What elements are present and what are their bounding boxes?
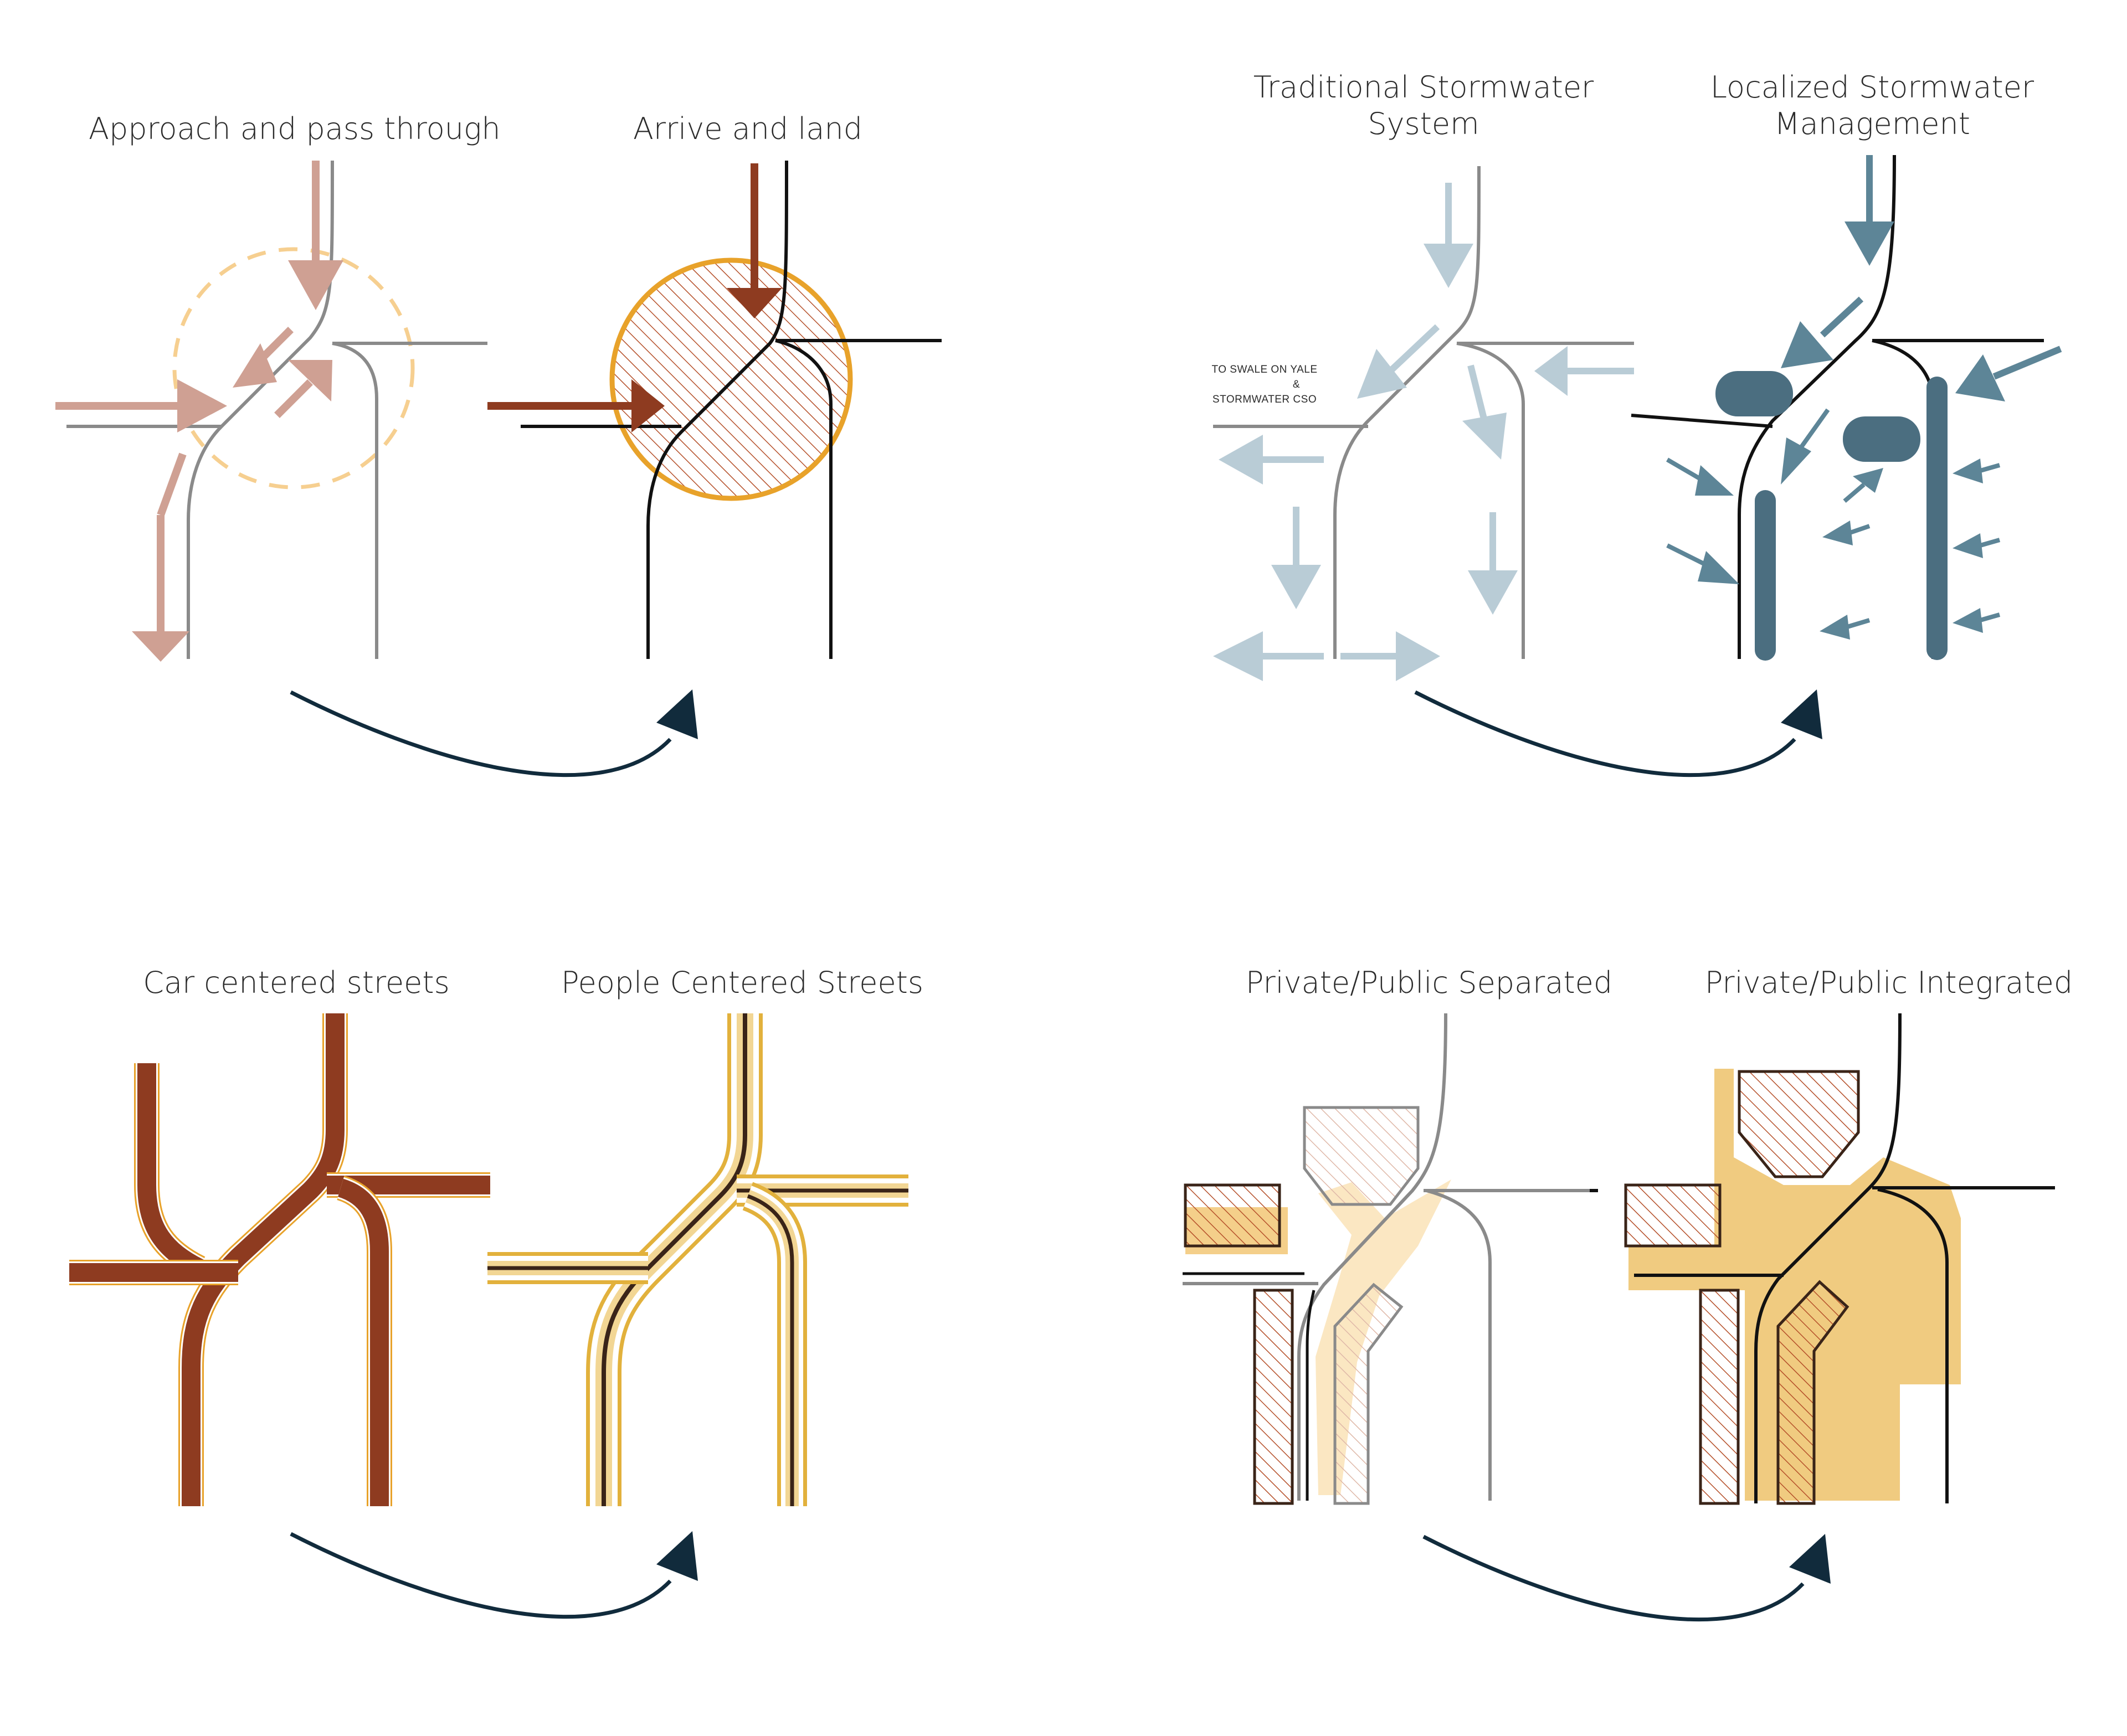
arrow-head-icon xyxy=(1953,459,1983,483)
bioswale-pad xyxy=(1715,371,1793,416)
landing-zone-circle xyxy=(609,257,853,501)
arrow-head-icon xyxy=(1271,565,1321,609)
road-line xyxy=(1297,1013,1447,1501)
arrow-head-icon xyxy=(288,360,332,401)
arrow-head-icon xyxy=(727,288,782,318)
label-people-centered: People Centered Streets xyxy=(561,965,923,1000)
arrow-head-icon xyxy=(1955,354,2005,401)
label-traditional-stormwater: Traditional Stormwater System xyxy=(1253,70,1594,141)
arrow-head-icon xyxy=(288,260,343,310)
arrow-head-icon xyxy=(1213,631,1263,681)
bioswale-strip xyxy=(1926,377,1948,660)
panel-streets-after xyxy=(487,1013,908,1506)
wide-roads xyxy=(69,1013,490,1506)
road-line xyxy=(187,160,334,659)
curved-transition-arrow-icon xyxy=(1422,1534,1805,1622)
road-line xyxy=(1872,339,1935,659)
curved-transition-arrow-icon xyxy=(1414,690,1796,777)
label-localized-stormwater: Localized Stormwater Management xyxy=(1710,70,2034,141)
panel-movement-after xyxy=(487,160,942,659)
arrow-head-icon xyxy=(1953,533,1983,558)
dashed-activity-circle xyxy=(172,247,415,490)
road-line xyxy=(332,342,378,659)
curved-transition-arrow-icon xyxy=(290,1532,672,1619)
label-approach: Approach and pass through xyxy=(89,111,501,146)
private-building xyxy=(1184,1183,1281,1248)
movement-arrows xyxy=(487,163,782,432)
private-building xyxy=(1333,1282,1404,1505)
panel-public-private-after xyxy=(1624,1013,2055,1505)
curved-transition-arrow-icon xyxy=(290,690,672,777)
panel-stormwater-after xyxy=(1631,154,2062,661)
infiltration-arrows xyxy=(1666,155,2062,640)
bioswales xyxy=(1715,371,1948,661)
panel-streets-before xyxy=(69,1013,490,1506)
arrow-head-icon xyxy=(1781,689,1822,739)
label-car-centered: Car centered streets xyxy=(143,965,450,1000)
arrow-head-icon xyxy=(656,689,698,739)
road-line xyxy=(1426,1189,1492,1501)
bioswale-strip xyxy=(1755,490,1776,661)
arrow-shaft xyxy=(157,452,187,517)
road-line xyxy=(1754,1013,1902,1503)
road-line xyxy=(1738,154,1896,659)
complete-streets xyxy=(487,1013,908,1506)
road-line xyxy=(1631,414,1773,428)
arrow-head-icon xyxy=(1534,346,1568,396)
panel-public-private-before xyxy=(1183,1013,1598,1505)
label-private-public-integrated: Private/Public Integrated xyxy=(1704,965,2073,1000)
road-line xyxy=(1456,342,1525,659)
arrow-head-icon xyxy=(1820,615,1850,640)
arrow-head-icon xyxy=(1396,631,1440,681)
arrow-head-icon xyxy=(1357,349,1407,399)
arrow-head-icon xyxy=(631,379,665,432)
panel-stormwater-before xyxy=(1213,166,1634,681)
arrow-head-icon xyxy=(1781,437,1811,485)
road-line xyxy=(1333,166,1481,659)
arrow-head-icon xyxy=(1424,244,1473,288)
transition-arrows xyxy=(290,690,1805,1622)
arrow-head-icon xyxy=(1845,221,1894,266)
arrow-head-icon xyxy=(1698,551,1739,584)
arrow-head-icon xyxy=(132,631,189,662)
annotation-swale-line3: STORMWATER CSO xyxy=(1212,394,1317,405)
private-building xyxy=(1738,1070,1860,1178)
bioswale-pad xyxy=(1843,416,1920,462)
label-private-public-separated: Private/Public Separated xyxy=(1245,965,1613,1000)
arrow-head-icon xyxy=(1822,521,1853,545)
arrow-head-icon xyxy=(1695,465,1734,496)
arrow-head-icon xyxy=(1853,468,1883,493)
panel-movement-before xyxy=(55,160,487,662)
transition-arrowheads xyxy=(656,689,1831,1584)
road-line xyxy=(1877,1188,1949,1503)
arrow-head-icon xyxy=(233,343,277,388)
arrow-head-icon xyxy=(1219,435,1263,485)
private-building xyxy=(1253,1289,1294,1505)
arrow-head-icon xyxy=(1789,1534,1831,1584)
road-line xyxy=(1306,1290,1316,1501)
annotation-swale-line2: & xyxy=(1292,379,1301,390)
arrow-head-icon xyxy=(1462,413,1507,460)
private-building xyxy=(1776,1280,1849,1505)
road-line xyxy=(775,339,833,659)
annotation-swale-line1: TO SWALE ON YALE xyxy=(1211,364,1318,375)
private-building xyxy=(1303,1106,1420,1206)
arrow-head-icon xyxy=(1953,608,1983,633)
road-line xyxy=(646,160,788,659)
runoff-arrows xyxy=(1213,183,1634,681)
arrow-head-icon xyxy=(1468,570,1518,615)
private-building xyxy=(1624,1183,1722,1248)
arrow-head-icon xyxy=(177,379,227,432)
private-building xyxy=(1699,1289,1740,1505)
arrow-head-icon xyxy=(1781,321,1833,368)
arrow-head-icon xyxy=(656,1531,698,1581)
label-arrive: Arrive and land xyxy=(633,111,863,146)
movement-arrows xyxy=(55,161,343,662)
arrow-shaft xyxy=(274,379,313,418)
